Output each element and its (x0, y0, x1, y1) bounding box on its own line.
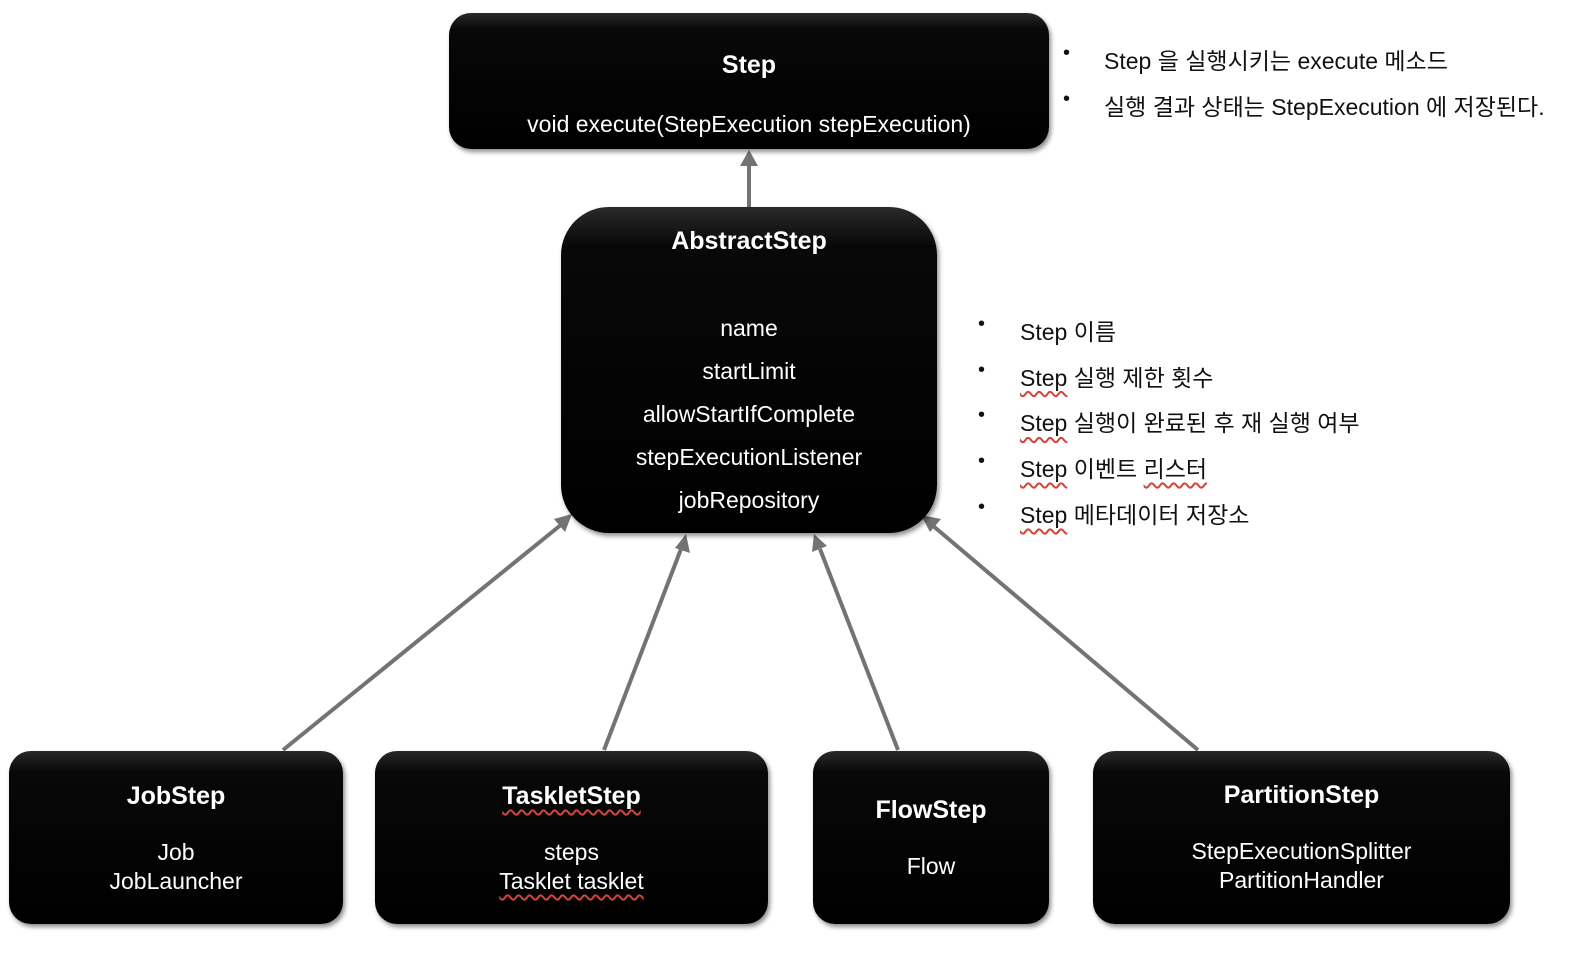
arrowhead-taskletstep (675, 534, 690, 553)
partitionstep-title: PartitionStep (1223, 781, 1380, 809)
jobstep-field: JobLauncher (109, 868, 243, 894)
field-jobrepository: jobRepository (678, 487, 820, 513)
abstractstep-title: AbstractStep (671, 227, 827, 255)
bullet-icon: • (978, 495, 986, 518)
partitionstep-field: StepExecutionSplitter (1191, 838, 1412, 864)
arrow-jobstep-to-abstractstep (281, 522, 564, 752)
field-startlimit: startLimit (702, 358, 796, 384)
bullet-icon: • (978, 358, 986, 381)
taskletstep-title: TaskletStep (502, 782, 641, 810)
flowstep-title: FlowStep (875, 796, 987, 824)
field-stepexecutionlistener: stepExecutionListener (635, 444, 863, 470)
bullet-icon: • (978, 313, 986, 335)
jobstep-title: JobStep (126, 782, 226, 810)
jobstep-box: JobStep Job JobLauncher (9, 751, 343, 924)
flowstep-field: Flow (906, 853, 956, 879)
arrowhead-flowstep (812, 534, 827, 552)
abstractstep-fields: name startLimit allowStartIfComplete ste… (561, 313, 937, 528)
step-title: Step (721, 51, 777, 79)
partitionstep-fields: StepExecutionSplitter PartitionHandler (1093, 837, 1510, 895)
field-name: name (720, 315, 778, 341)
taskletstep-fields: steps Tasklet tasklet (375, 838, 768, 896)
step-interface-box: Step void execute(StepExecution stepExec… (449, 13, 1049, 149)
arrowhead-partitionstep (921, 515, 941, 532)
partitionstep-box: PartitionStep StepExecutionSplitter Part… (1093, 751, 1510, 924)
taskletstep-field: steps (544, 839, 599, 865)
bullet-icon: • (978, 450, 986, 473)
partitionstep-field: PartitionHandler (1219, 867, 1384, 893)
flowstep-fields: Flow (813, 852, 1049, 881)
jobstep-field: Job (157, 839, 195, 865)
arrow-partitionstep-to-abstractstep (930, 523, 1200, 752)
bullet-icon: • (1063, 88, 1071, 110)
taskletstep-field: Tasklet tasklet (499, 868, 644, 894)
arrowhead-jobstep (554, 514, 572, 532)
bullet-icon: • (978, 404, 986, 427)
arrow-flowstep-to-abstractstep (818, 548, 900, 751)
abstractstep-box: AbstractStep name startLimit allowStartI… (561, 207, 937, 533)
arrow-taskletstep-to-abstractstep (602, 548, 683, 751)
jobstep-fields: Job JobLauncher (9, 838, 343, 896)
bullet-icon: • (1063, 42, 1071, 64)
field-allowstartifcomplete: allowStartIfComplete (642, 401, 856, 427)
arrowhead-step (740, 150, 758, 166)
flowstep-box: FlowStep Flow (813, 751, 1049, 924)
step-execute-method: void execute(StepExecution stepExecution… (527, 111, 971, 137)
taskletstep-box: TaskletStep steps Tasklet tasklet (375, 751, 768, 924)
